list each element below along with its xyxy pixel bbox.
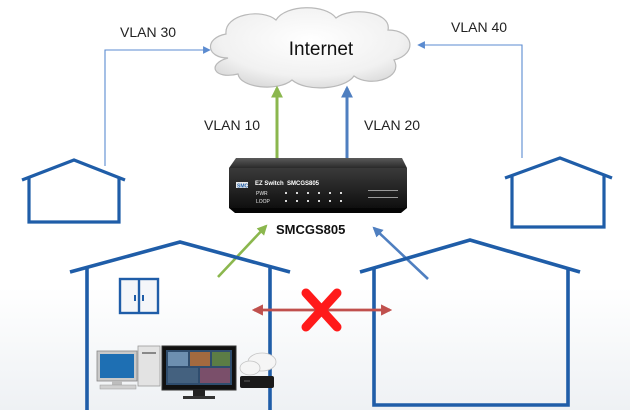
window-icon <box>118 277 160 315</box>
desktop-pc-icon <box>96 345 161 390</box>
switch-brand: SMC <box>237 184 249 190</box>
vlan-20-label: VLAN 20 <box>364 117 420 133</box>
tv-icon <box>161 345 237 399</box>
small-house-right <box>504 156 613 229</box>
vlan-10-label: VLAN 10 <box>204 117 260 133</box>
network-switch-icon: SMC EZ Switch SMCGS805 PWR LOOP <box>229 158 407 213</box>
switch-port-label-loop: LOOP <box>256 199 271 205</box>
cloud-label: Internet <box>289 39 354 60</box>
vlan-40-label: VLAN 40 <box>451 19 507 35</box>
set-top-box-icon <box>239 352 277 388</box>
vlan-30-link-arrow <box>104 46 211 166</box>
switch-model: SMCGS805 <box>287 181 320 187</box>
switch-port-label-pwr: PWR <box>256 191 268 197</box>
vlan-40-link-arrow <box>417 41 523 158</box>
small-house-left <box>21 158 126 224</box>
vlan-30-label: VLAN 30 <box>120 24 176 40</box>
big-house-right <box>359 238 581 407</box>
cloud-icon <box>209 7 411 89</box>
blocked-cross-icon <box>301 288 342 332</box>
switch-series: EZ Switch <box>255 181 284 187</box>
right-house-uplink-arrow <box>372 226 429 280</box>
switch-model-caption: SMCGS805 <box>276 222 345 237</box>
left-house-uplink-arrow <box>217 224 268 278</box>
